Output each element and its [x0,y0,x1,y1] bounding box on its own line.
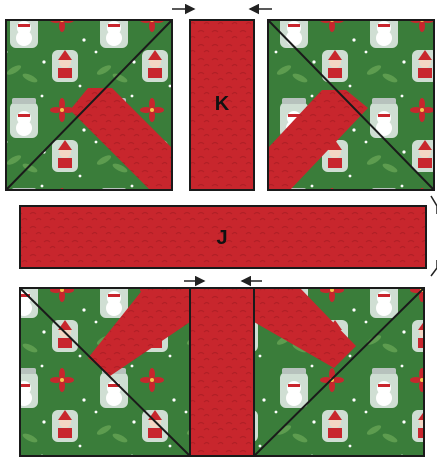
strip-j: J [20,206,426,268]
block-bottom-left [20,288,190,456]
arrow-up-icon [431,260,437,276]
arrow-down-icon [431,196,437,214]
block-top-left [6,20,172,190]
strip-bottom-center [190,288,254,456]
label-k: K [215,93,230,115]
block-bottom-right [254,288,424,456]
label-j: J [216,227,227,249]
block-top-right [268,20,434,190]
strip-k: K [190,20,254,190]
